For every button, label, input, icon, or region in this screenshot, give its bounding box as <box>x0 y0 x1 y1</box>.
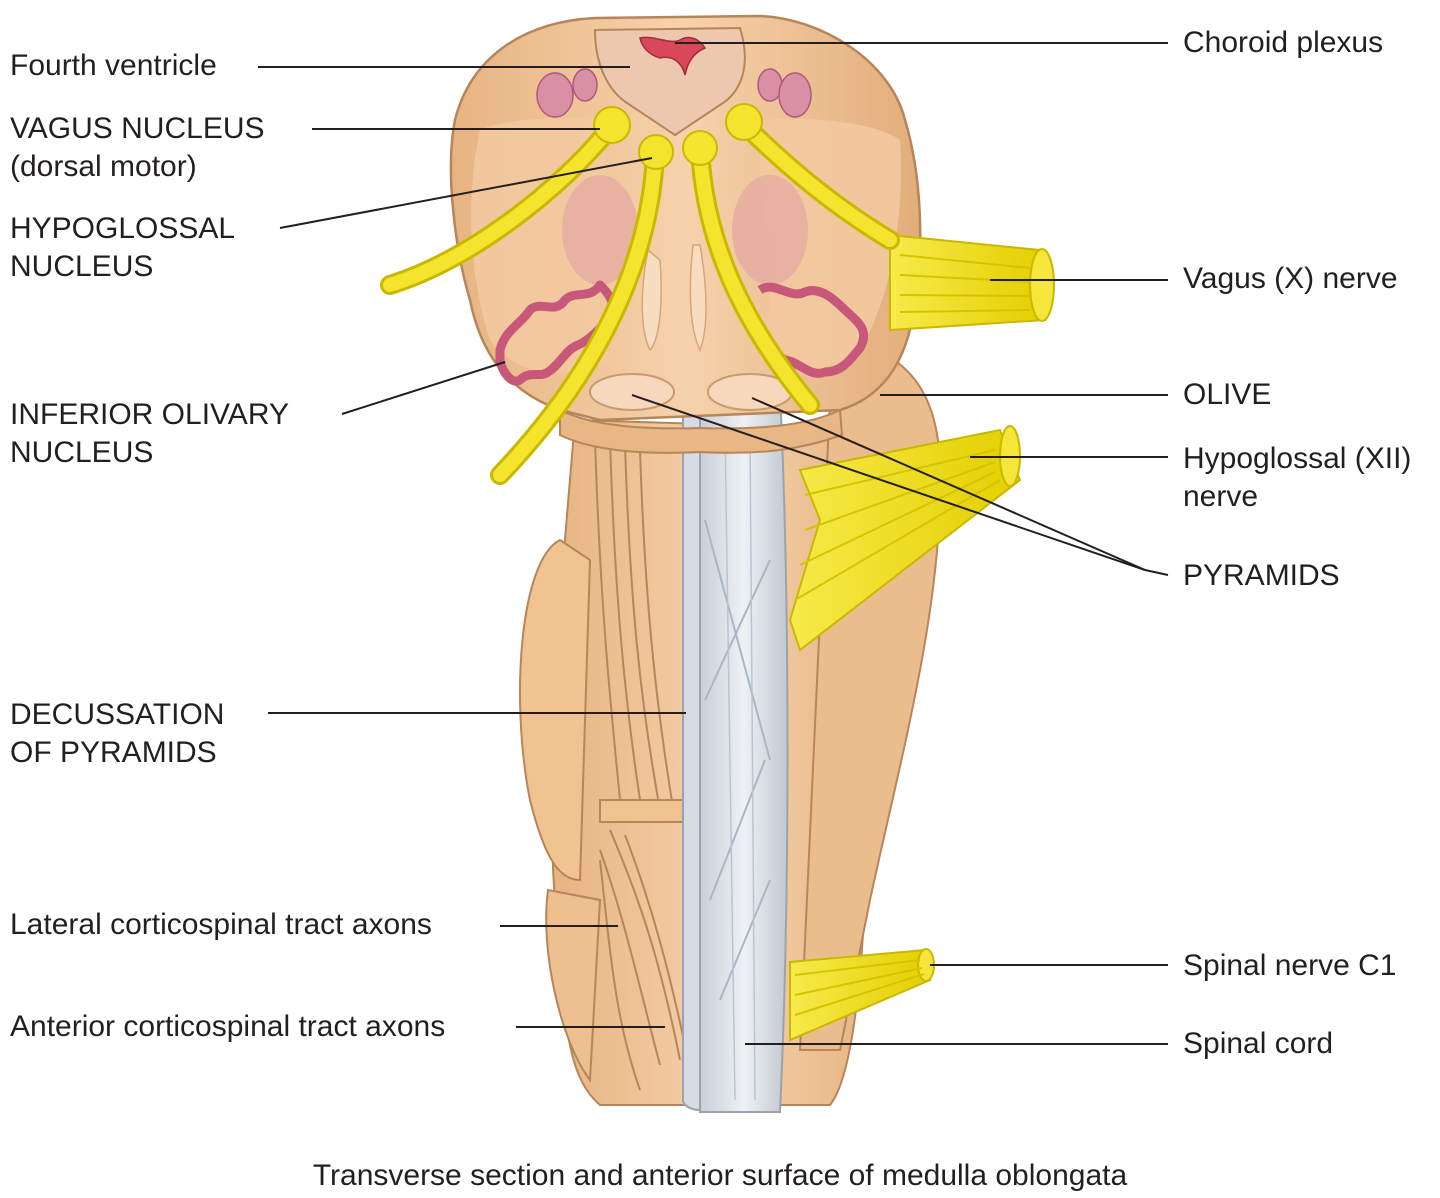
leader-lines <box>258 42 1169 1045</box>
label-inferior-olivary-nucleus-sub: NUCLEUS <box>10 436 154 469</box>
figure-caption: Transverse section and anterior surface … <box>312 1159 1128 1192</box>
leader-hypoglossal-nucleus <box>279 157 653 229</box>
leader-pyramids-c <box>1144 569 1169 576</box>
label-hypoglossal-nerve: Hypoglossal (XII) <box>1183 442 1412 475</box>
nucleus-bulbs <box>593 103 763 170</box>
label-pyramids: PYRAMIDS <box>1183 559 1340 592</box>
vagus-nerve <box>889 233 1055 332</box>
label-vagus-nerve: Vagus (X) nerve <box>1183 262 1398 295</box>
pyramid-columns <box>682 391 789 1113</box>
label-anterior-corticospinal: Anterior corticospinal tract axons <box>10 1010 446 1043</box>
fourth-ventricle-shape <box>593 26 746 137</box>
nerve-fibers <box>380 115 900 485</box>
label-hypoglossal-nerve-sub: nerve <box>1183 480 1259 513</box>
label-decussation: DECUSSATION <box>10 698 225 731</box>
label-spinal-nerve-c1: Spinal nerve C1 <box>1183 949 1397 982</box>
label-hypoglossal-nucleus-sub: NUCLEUS <box>10 250 154 283</box>
medial-lemniscus <box>641 244 707 352</box>
reticular-areas <box>562 175 808 285</box>
decussation-band <box>599 799 686 823</box>
label-spinal-cord: Spinal cord <box>1183 1027 1334 1060</box>
hypoglossal-nerve <box>788 425 1022 652</box>
label-olive: OLIVE <box>1183 378 1272 411</box>
label-lateral-corticospinal: Lateral corticospinal tract axons <box>10 908 432 941</box>
leader-pyramids-a <box>631 394 1146 571</box>
label-hypoglossal-nucleus: HYPOGLOSSAL <box>10 212 236 245</box>
label-vagus-nucleus-sub: (dorsal motor) <box>10 150 197 183</box>
label-fourth-ventricle: Fourth ventricle <box>10 49 217 82</box>
transverse-section <box>449 14 922 454</box>
dorsal-nuclei <box>536 68 812 118</box>
choroid-plexus-shape <box>639 36 707 76</box>
spinal-nerve-c1 <box>789 948 935 1042</box>
label-decussation-sub: OF PYRAMIDS <box>10 736 217 769</box>
pyramids-section <box>589 373 793 411</box>
label-vagus-nucleus: VAGUS NUCLEUS <box>10 112 265 145</box>
label-choroid-plexus: Choroid plexus <box>1183 26 1384 59</box>
lateral-corticospinal-fibers <box>594 439 691 1091</box>
leader-pyramids-b <box>751 397 1146 571</box>
leader-inferior-olivary <box>341 361 506 415</box>
label-inferior-olivary-nucleus: INFERIOR OLIVARY <box>10 398 289 431</box>
